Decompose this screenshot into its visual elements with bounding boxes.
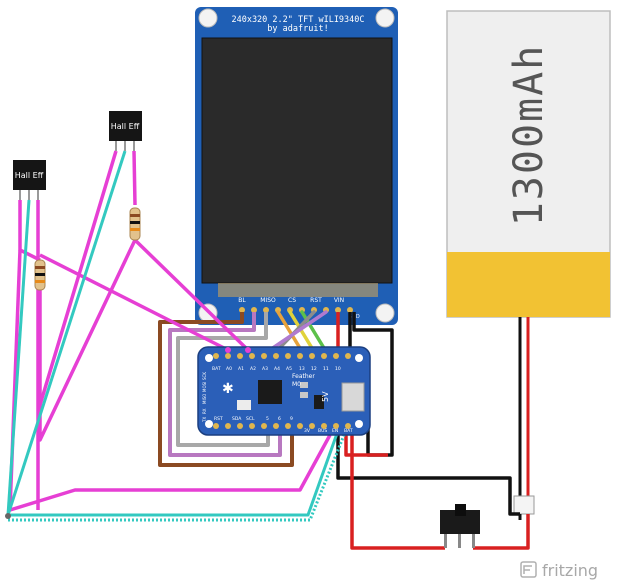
- pin-label-rst: RST: [310, 297, 322, 304]
- watermark-text: fritzing: [542, 561, 598, 580]
- top-pin-label: A2: [250, 366, 256, 372]
- battery-capacity-label: 1300mAh: [506, 44, 552, 227]
- side-pin-label: TX: [202, 417, 207, 423]
- resistor-right: [129, 207, 141, 241]
- top-pin-label: 10: [335, 366, 341, 372]
- wire-end-markers: [5, 347, 251, 519]
- fritzing-watermark: fritzing: [520, 561, 598, 580]
- bottom-pin-label: BAT: [344, 428, 353, 434]
- top-pin-label: A0: [226, 366, 232, 372]
- hall-sensor-left-label: Hall Eff: [15, 171, 44, 180]
- battery-leads: [513, 317, 535, 520]
- top-pin-label: A1: [238, 366, 244, 372]
- hall-sensor-left: Hall Eff: [13, 160, 46, 200]
- board-voltage-text: 5V: [321, 391, 330, 402]
- bottom-pin-label: EN: [332, 428, 338, 434]
- board-top-header: [213, 353, 351, 359]
- cyan-wires: [6, 150, 348, 522]
- top-pin-label: A4: [274, 366, 280, 372]
- hall-sensor-right-label: Hall Eff: [111, 122, 140, 131]
- pin-label-cs: CS: [288, 297, 296, 304]
- top-pin-label: BAT: [212, 366, 221, 372]
- pin-label-bl: BL: [238, 297, 246, 304]
- bottom-pin-label: 5: [266, 416, 269, 422]
- pin-label-miso: MISO: [260, 297, 276, 304]
- bottom-pin-label: RST: [214, 416, 223, 422]
- board-bottom-header: [213, 423, 351, 429]
- side-pin-label: SCK: [202, 372, 207, 380]
- top-pin-label: A3: [262, 366, 268, 372]
- top-pin-label: 11: [323, 366, 329, 372]
- bottom-pin-label: BUS: [318, 428, 327, 434]
- side-pin-label: MISO: [202, 394, 207, 404]
- board-name-text: Feather: [292, 373, 315, 380]
- display-title-line1: 240x320 2.2" TFT wILI9340C: [231, 15, 364, 25]
- display-title-line2: by adafruit!: [267, 24, 328, 34]
- bottom-pin-label: 3V: [304, 428, 311, 434]
- bottom-pin-label: 9: [290, 416, 293, 422]
- side-pin-label: MOSI: [202, 382, 207, 392]
- slide-switch: [440, 504, 480, 548]
- bottom-pin-label: 6: [278, 416, 281, 422]
- bottom-pin-label: SCL: [246, 416, 255, 422]
- resistor-left: [34, 259, 46, 291]
- lipo-battery: 1300mAh: [446, 10, 611, 318]
- magenta-wires: [8, 150, 332, 512]
- feather-board: ✱ Feather M0 5V BAT A0 A1 A2 A3 A4 A5 13…: [197, 346, 371, 436]
- board-top-labels: BAT A0 A1 A2 A3 A4 A5 13 12 11 10: [212, 366, 341, 372]
- board-bottom-labels: RST SDA SCL 5 6 9 BUS EN 3V BAT: [214, 416, 353, 434]
- bottom-pin-label: SDA: [232, 416, 242, 422]
- board-star-logo: ✱: [222, 381, 234, 397]
- pin-label-vin: VIN: [334, 297, 344, 304]
- board-model-text: M0: [292, 381, 301, 388]
- top-pin-label: A5: [286, 366, 292, 372]
- board-side-labels: SCK MOSI MISO RX TX: [202, 372, 207, 423]
- tft-display: 240x320 2.2" TFT wILI9340C by adafruit! …: [195, 7, 398, 325]
- top-pin-label: 13: [299, 366, 305, 372]
- hall-sensor-right: Hall Eff: [109, 111, 142, 151]
- power-wires: [336, 312, 530, 550]
- side-pin-label: RX: [202, 408, 207, 414]
- loop-wires: [158, 312, 294, 467]
- top-pin-label: 12: [311, 366, 317, 372]
